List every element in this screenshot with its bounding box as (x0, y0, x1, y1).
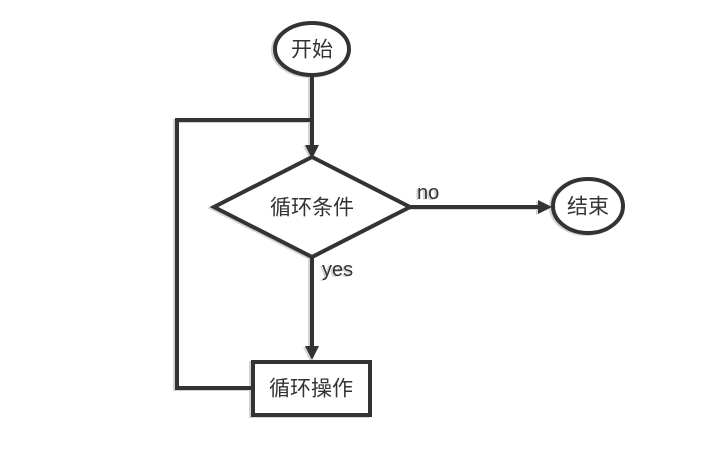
end-ellipse (551, 177, 625, 235)
node-start: 开始 (273, 21, 351, 77)
arrowhead-down-icon (305, 346, 319, 360)
edge-label-no: no (417, 182, 439, 204)
node-label-operation: 循环操作 (269, 378, 353, 401)
arrowhead-down-icon (305, 145, 319, 159)
edge-condition-to-end: no (410, 182, 552, 214)
start-ellipse (273, 21, 351, 77)
edge-label-yes: yes (322, 259, 353, 281)
node-end: 结束 (551, 177, 625, 235)
edge-start-to-condition (305, 75, 319, 159)
edge-condition-to-operation: yes (305, 257, 353, 360)
node-label-condition: 循环条件 (270, 197, 354, 220)
condition-diamond (209, 154, 415, 260)
node-label-start: 开始 (291, 39, 333, 62)
node-label-end: 结束 (567, 196, 609, 219)
node-condition: 循环条件 (209, 154, 415, 260)
node-operation: 循环操作 (251, 360, 372, 417)
operation-rectangle (251, 360, 372, 417)
arrowhead-right-icon (538, 200, 552, 214)
edge-operation-loop-back (175, 118, 312, 390)
edge-line (175, 118, 312, 390)
